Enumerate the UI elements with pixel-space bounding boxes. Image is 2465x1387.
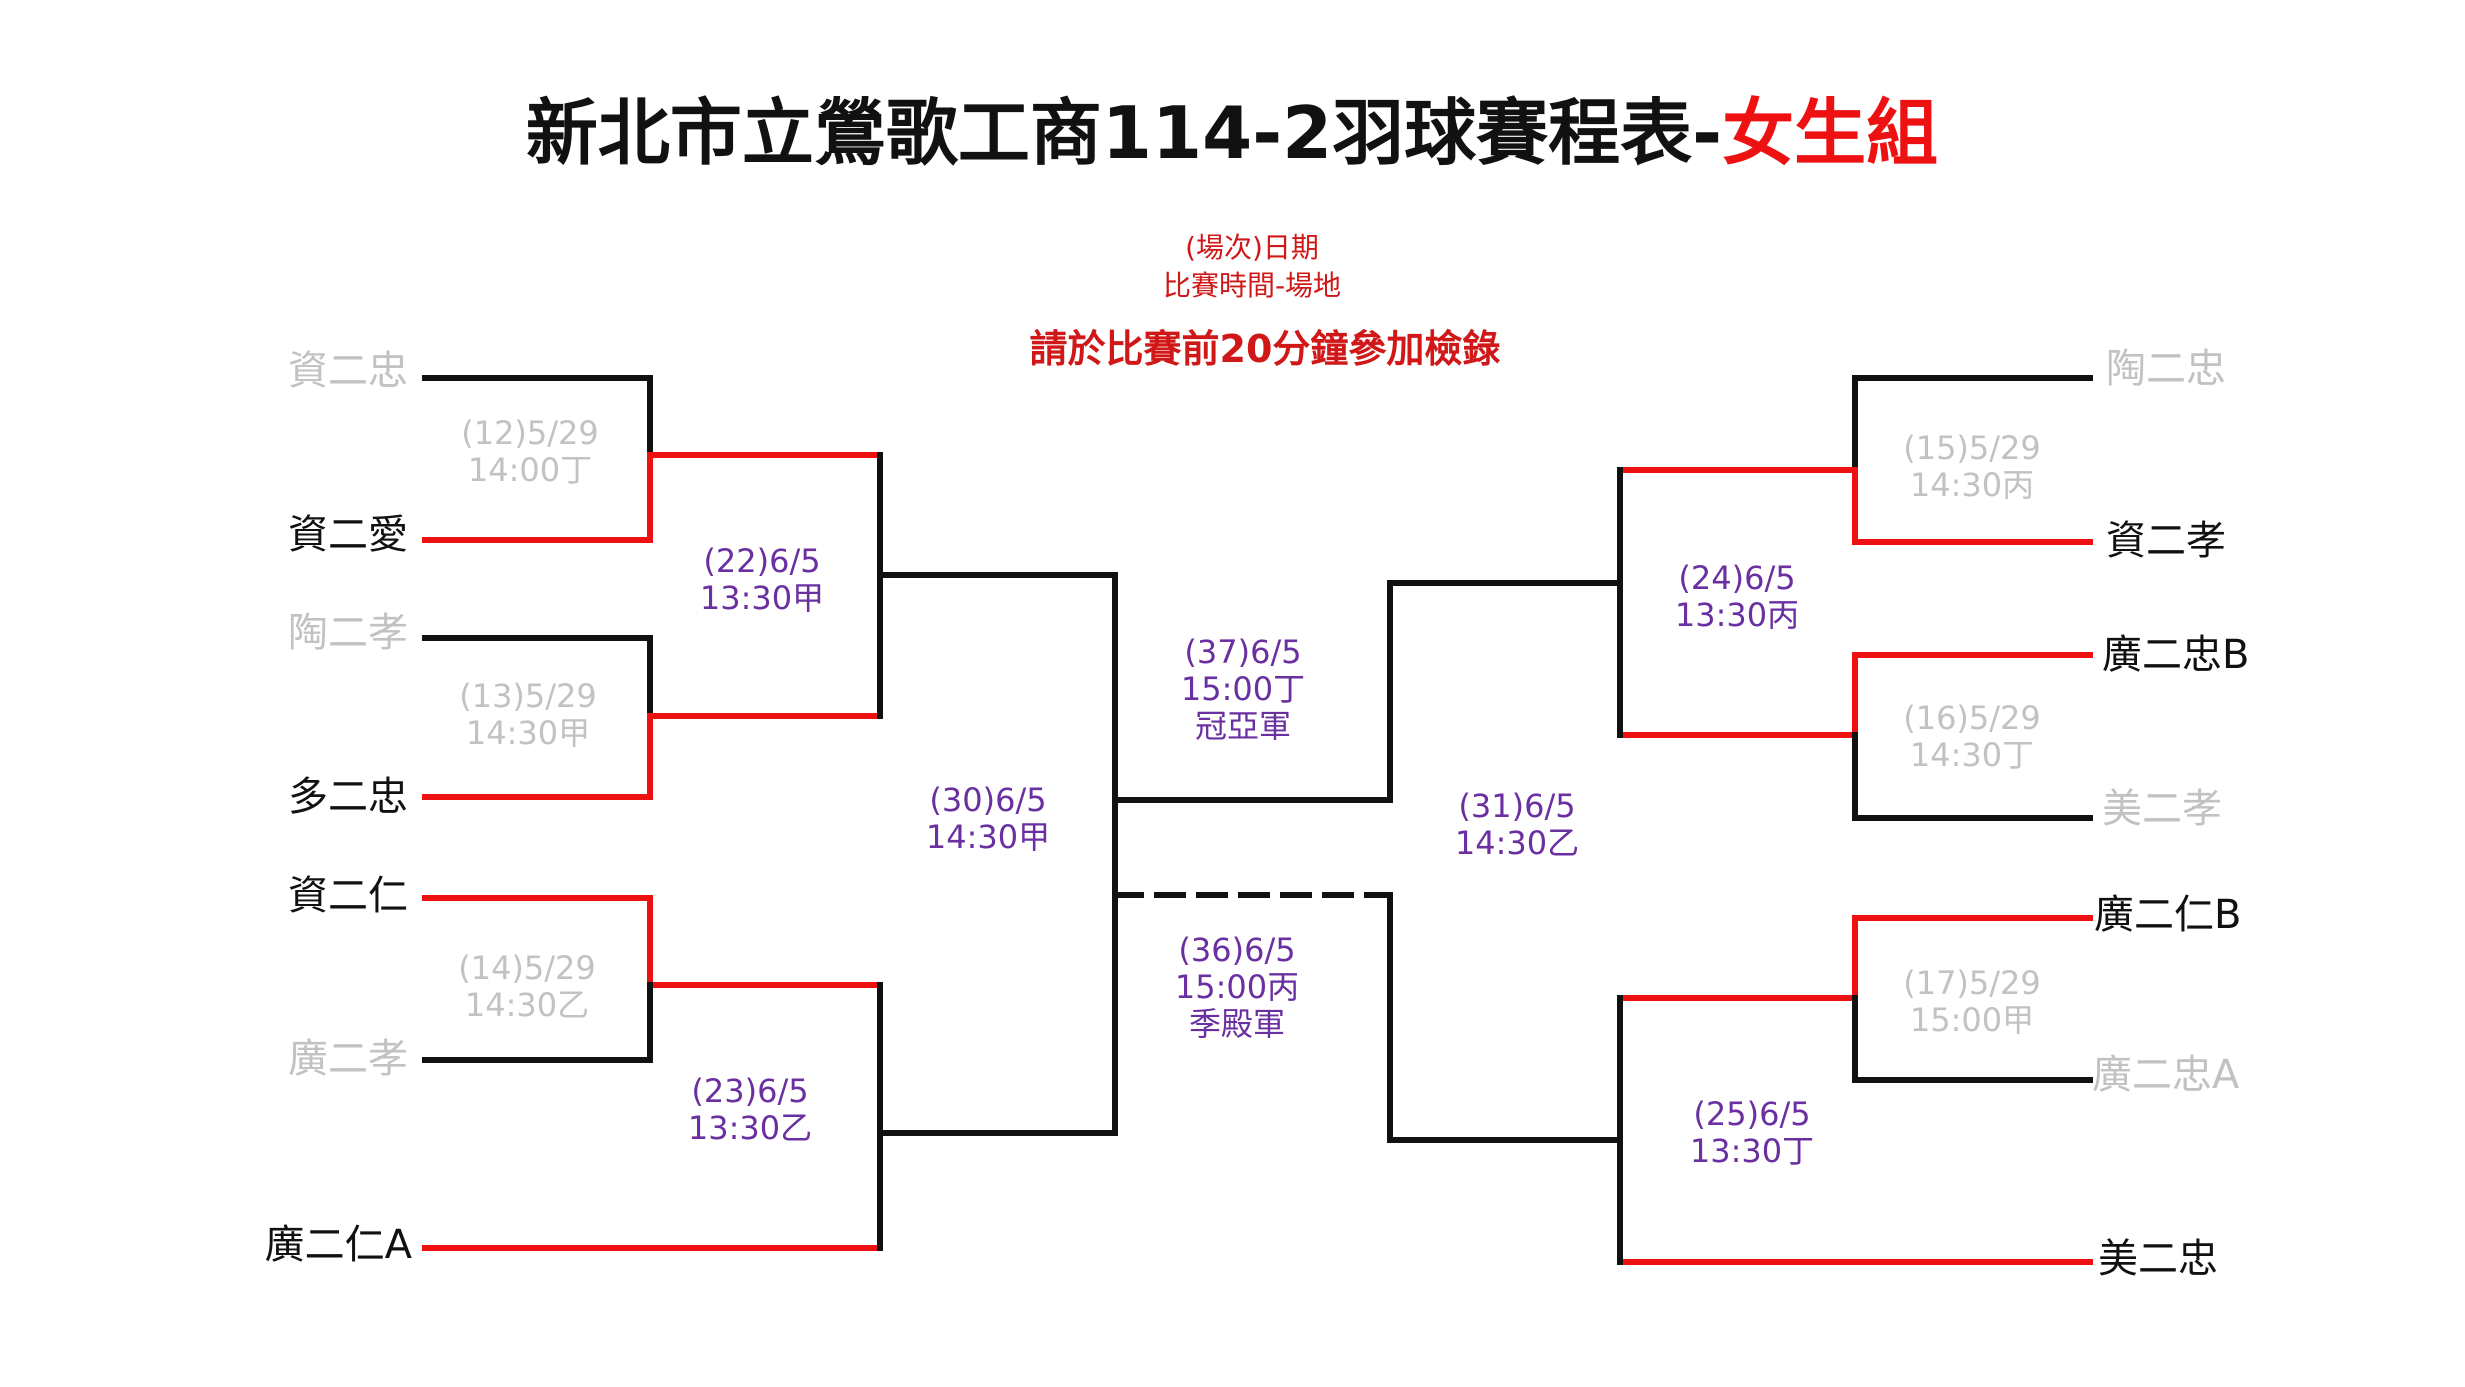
match-17-id: (17)5/29: [1903, 964, 2041, 1002]
match-16: (16)5/29 14:30丁: [1903, 700, 2041, 774]
match-25-id: (25)6/5: [1693, 1095, 1811, 1133]
match-30-id: (30)6/5: [929, 781, 1047, 819]
team-right-2: 資二孝: [2106, 518, 2226, 564]
match-24-id: (24)6/5: [1678, 559, 1796, 597]
match-17: (17)5/29 15:00甲: [1903, 965, 2041, 1039]
match-17-time: 15:00甲: [1909, 1000, 2035, 1039]
legend-line-1: (場次)日期: [1185, 231, 1319, 264]
match-12-time: 14:00丁: [467, 450, 593, 489]
match-37-title: 冠亞軍: [1194, 706, 1292, 745]
match-14: (14)5/29 14:30乙: [458, 950, 596, 1024]
line-guangzhongb-win: [1617, 652, 2093, 738]
match-31: (31)6/5 14:30乙: [1455, 788, 1579, 862]
line-taoxiao: [422, 635, 653, 719]
match-37: (37)6/5 15:00丁 冠亞軍: [1181, 634, 1305, 744]
match-22-id: (22)6/5: [703, 542, 821, 580]
line-guangxiao: [422, 982, 653, 1063]
page-title: 新北市立鶯歌工商114-2羽球賽程表-女生組: [526, 92, 1938, 175]
line-m25: [1387, 892, 1623, 1265]
line-meixiao: [1852, 732, 2093, 821]
match-16-id: (16)5/29: [1903, 699, 2041, 737]
line-zirang-win: [422, 895, 883, 988]
match-15: (15)5/29 14:30丙: [1903, 430, 2041, 504]
match-16-time: 14:30丁: [1909, 735, 2035, 774]
team-left-6: 廣二孝: [288, 1036, 408, 1082]
match-13-time: 14:30甲: [465, 713, 591, 752]
match-23-time: 13:30乙: [687, 1108, 813, 1147]
team-right-5: 廣二仁B: [2094, 892, 2242, 938]
line-m24: [1387, 467, 1623, 803]
match-12: (12)5/29 14:00丁: [461, 415, 599, 489]
line-ziai-win: [422, 452, 883, 543]
title-main: 新北市立鶯歌工商114-2羽球賽程表-: [525, 91, 1723, 175]
team-right-3: 廣二忠B: [2102, 632, 2250, 678]
match-13: (13)5/29 14:30甲: [459, 678, 597, 752]
match-25: (25)6/5 13:30丁: [1690, 1096, 1814, 1170]
line-zizhong: [422, 375, 653, 458]
match-37-time: 15:00丁: [1180, 669, 1306, 708]
team-right-7: 美二忠: [2098, 1236, 2218, 1282]
match-30: (30)6/5 14:30甲: [926, 782, 1050, 856]
match-14-time: 14:30乙: [464, 985, 590, 1024]
match-15-id: (15)5/29: [1903, 429, 2041, 467]
match-23: (23)6/5 13:30乙: [688, 1073, 812, 1147]
line-taozhong: [1852, 375, 2093, 473]
match-36-time: 15:00丙: [1174, 967, 1300, 1006]
match-14-id: (14)5/29: [458, 949, 596, 987]
team-right-1: 陶二忠: [2106, 346, 2226, 392]
match-31-id: (31)6/5: [1458, 787, 1576, 825]
line-m23: [877, 797, 1118, 1251]
match-36: (36)6/5 15:00丙 季殿軍: [1175, 932, 1299, 1042]
match-22: (22)6/5 13:30甲: [700, 543, 824, 617]
team-left-5: 資二仁: [288, 873, 408, 919]
line-duozhong-win: [422, 713, 883, 800]
team-left-1: 資二忠: [288, 348, 408, 394]
checkin-notice: 請於比賽前20分鐘參加檢錄: [1029, 327, 1501, 371]
team-right-4: 美二孝: [2102, 786, 2222, 832]
match-25-time: 13:30丁: [1689, 1131, 1815, 1170]
match-30-time: 14:30甲: [925, 817, 1051, 856]
match-12-id: (12)5/29: [461, 414, 599, 452]
team-right-6: 廣二忠A: [2092, 1052, 2240, 1098]
title-highlight: 女生組: [1722, 91, 1939, 175]
match-24: (24)6/5 13:30丙: [1675, 560, 1799, 634]
line-zixiao-win: [1617, 467, 2093, 545]
match-22-time: 13:30甲: [699, 578, 825, 617]
team-left-2: 資二愛: [288, 512, 408, 558]
line-guangrenb-win: [1617, 915, 2093, 1001]
line-guangzhonga: [1852, 995, 2093, 1083]
match-23-id: (23)6/5: [691, 1072, 809, 1110]
match-24-time: 13:30丙: [1674, 595, 1800, 634]
match-15-time: 14:30丙: [1909, 465, 2035, 504]
match-37-id: (37)6/5: [1184, 633, 1302, 671]
team-left-7: 廣二仁A: [264, 1222, 412, 1268]
match-36-title: 季殿軍: [1188, 1004, 1286, 1043]
legend-line-2: 比賽時間-場地: [1162, 269, 1342, 302]
team-left-4: 多二忠: [288, 774, 408, 820]
match-31-time: 14:30乙: [1454, 823, 1580, 862]
match-13-id: (13)5/29: [459, 677, 597, 715]
line-m22: [877, 452, 1118, 803]
team-left-3: 陶二孝: [288, 610, 408, 656]
match-36-id: (36)6/5: [1178, 931, 1296, 969]
